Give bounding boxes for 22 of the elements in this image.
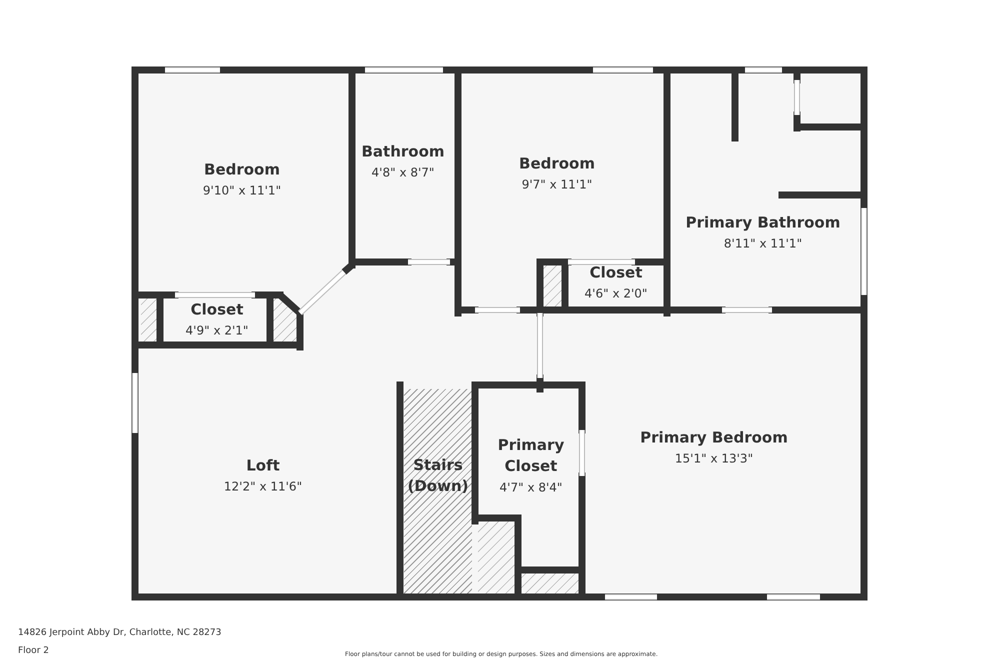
room-name: Closet	[190, 300, 244, 320]
room-name: Bathroom	[361, 142, 445, 162]
room-name: Primary Bedroom	[640, 428, 788, 448]
room-name: Closet	[590, 262, 642, 284]
room-name: Primary Closet	[496, 435, 566, 477]
room-dimensions: 9'7" x 11'1"	[522, 176, 592, 194]
room-name: Loft	[246, 456, 280, 476]
address-text: 14826 Jerpoint Abby Dr, Charlotte, NC 28273	[18, 628, 222, 638]
room-dimensions: 4'9" x 2'1"	[186, 322, 248, 340]
room-name: Bedroom	[204, 160, 280, 180]
room-name: Stairs (Down)	[406, 455, 470, 497]
room-dimensions: 12'2" x 11'6"	[224, 478, 302, 496]
room-dimensions: 15'1" x 13'3"	[674, 450, 754, 468]
room-dimensions: 4'8" x 8'7"	[372, 164, 434, 182]
room-dimensions: 4'6" x 2'0"	[584, 286, 648, 302]
floor-label: Floor 2	[18, 646, 49, 656]
room	[404, 389, 472, 594]
room-dimensions: 8'11" x 11'1"	[724, 236, 802, 252]
room-name: Bedroom	[519, 154, 595, 174]
room-dimensions: 9'10" x 11'1"	[202, 182, 282, 200]
room-name: Primary Bathroom	[686, 212, 840, 234]
room-dimensions: 4'7" x 8'4"	[500, 480, 562, 496]
